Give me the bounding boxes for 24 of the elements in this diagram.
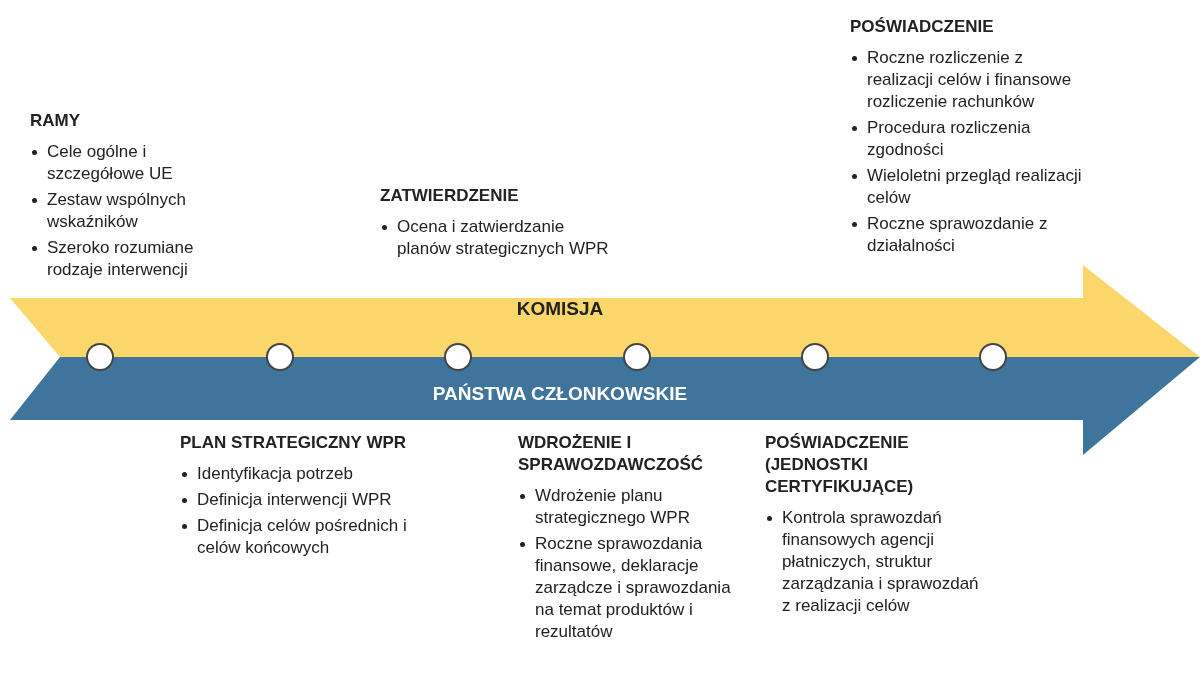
band-label: PAŃSTWA CZŁONKOWSKIE — [431, 383, 689, 405]
bullet-text: Identyfikacja potrzeb — [197, 463, 353, 485]
bullet-text: Roczne rozliczenie z realizacji celów i finansowe rozliczenie rachunków — [867, 47, 1073, 113]
bullet-text: Wdrożenie planu strategicznego WPR — [535, 485, 691, 529]
section-heading: PLAN STRATEGICZNY WPR — [180, 432, 407, 454]
bullet-text: Zestaw wspólnych wskaźników — [47, 189, 187, 233]
arrow-lower-band — [10, 357, 1202, 455]
section-heading: RAMY — [30, 110, 81, 132]
bullet-text: Procedura rozliczenia zgodności — [867, 117, 1032, 161]
band-label: KOMISJA — [515, 298, 605, 320]
section-heading: POŚWIADCZENIE (JEDNOSTKI CERTYFIKUJĄCE) — [765, 432, 915, 498]
bullet-text: Szeroko rozumiane rodzaje interwencji — [47, 237, 195, 281]
section-heading: WDROŻENIE I SPRAWOZDAWCZOŚĆ — [518, 432, 705, 476]
bullet-text: Wieloletni przegląd realizacji celów — [867, 165, 1083, 209]
section-heading: POŚWIADCZENIE — [850, 16, 994, 38]
bullet-text: Ocena i zatwierdzanie planów strategicznych WPR — [397, 216, 610, 260]
bullet-text: Roczne sprawozdanie z działalności — [867, 213, 1049, 257]
bullet-text: Definicja interwencji WPR — [197, 489, 392, 511]
section-heading: ZATWIERDZENIE — [380, 185, 519, 207]
arrow-upper-band — [10, 265, 1202, 357]
bullet-text: Kontrola sprawozdań finansowych agencji płatniczych, struktur zarządzania i sprawozdań z realizacji celów — [782, 507, 980, 617]
bullet-text: Roczne sprawozdania finansowe, deklaracje zarządcze i sprawozdania na temat produktów i rezultatów — [535, 533, 732, 643]
bullet-text: Definicja celów pośrednich i celów końcowych — [197, 515, 408, 559]
bullet-text: Cele ogólne i szczegółowe UE — [47, 141, 174, 185]
